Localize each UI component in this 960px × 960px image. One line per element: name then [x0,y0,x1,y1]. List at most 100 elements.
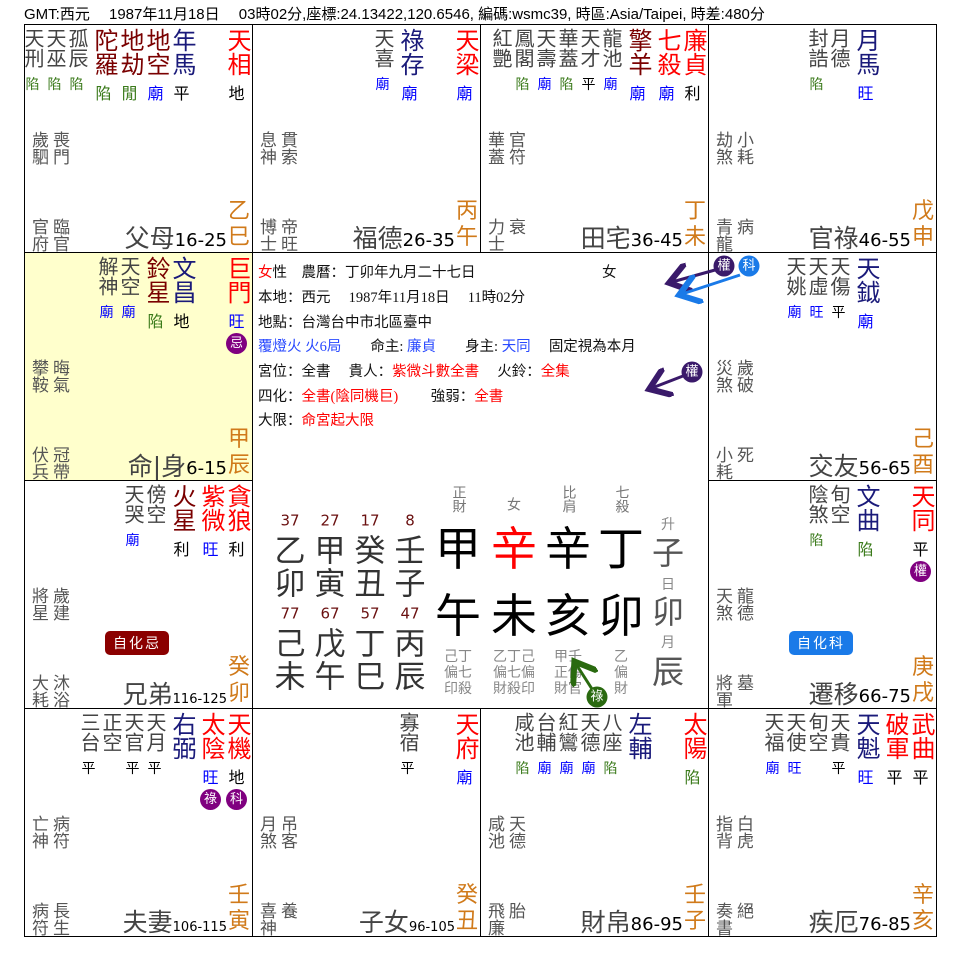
decade-range: 86-95 [630,914,683,935]
star-brightness: 廟 [147,84,164,103]
hua-badge-科: 科 [226,789,247,810]
deity-name: 病符 [49,815,69,849]
deity-group: 飛廉胎 [484,902,525,936]
dayun-stem: 甲 [314,533,346,570]
deity-name: 衰 [505,218,525,235]
star-name: 天姚 [783,256,807,296]
star-name: 華蓋 [555,28,579,68]
star-地劫: 地劫閒 [116,28,144,102]
star-name: 鳳閣 [511,28,535,68]
star-name: 旬空 [827,484,851,524]
star-brightness: 陷 [147,312,164,331]
star-孤辰: 孤辰陷 [65,28,89,92]
star-天使: 天使旺 [783,712,807,776]
dayun-age: 57 [360,604,380,623]
star-name: 天虛 [805,256,829,296]
star-brightness: 廟 [603,77,618,93]
deity-group: 華蓋官符 [484,131,525,165]
star-天同: 天同平權 [907,484,935,582]
star-brightness: 廟 [401,84,418,103]
deity-group: 天煞龍德 [712,587,753,621]
star-brightness: 旺 [857,84,874,103]
deity-name: 龍德 [733,587,753,621]
star-name: 月德 [827,28,851,68]
earthly-branch: 丑 [455,909,478,934]
pillar-branch: 亥 [545,589,591,643]
star-brightness: 平 [831,305,846,321]
decade-range: 26-35 [402,230,455,251]
deity-name: 小耗 [712,446,732,480]
flying-quan-badge: 權 [681,361,703,383]
deity-group: 小耗死 [712,446,753,480]
stem-branch: 壬寅 [228,883,250,935]
deity-group: 攀鞍晦氣 [28,359,69,393]
star-name: 天官 [121,712,145,752]
pillar-label: 正財 [450,485,467,513]
deity-group: 劫煞小耗 [712,131,753,165]
star-name: 解神 [95,256,119,296]
star-月德: 月德 [827,28,851,92]
ming-label: 命主: [370,339,404,355]
pillar-stem: 辛 [491,522,537,576]
star-name: 台輔 [533,712,557,752]
star-正空: 正空 [99,712,123,776]
deity-name: 歲破 [733,359,753,393]
deity-name: 將星 [28,587,48,621]
star-天福: 天福廟 [761,712,785,776]
star-name: 地空 [142,28,170,76]
major-stars: 巨門旺忌 [198,256,251,354]
star-天月: 天月平 [143,712,167,776]
star-鈴星: 鈴星陷 [142,256,170,331]
star-brightness: 陷 [809,533,824,549]
star-brightness: 陷 [809,77,824,93]
deity-name: 喪門 [49,131,69,165]
star-三台: 三台平 [77,712,101,777]
minor-stars: 天貴平旬空 天使旺天福廟 [761,712,851,776]
star-brightness: 平 [81,761,96,777]
huoling: 全集 [540,364,570,380]
star-brightness: 平 [125,761,140,777]
star-天德: 天德廟 [577,712,601,776]
earthly-branch: 子 [683,909,706,934]
star-brightness: 廟 [658,84,675,103]
star-月馬: 月馬旺 [852,28,880,103]
deity-name: 大耗 [28,674,48,708]
pillar-branch: 未 [491,589,537,643]
star-list: 太陽陷左輔 八座陷天德廟紅鸞廟台輔廟咸池陷 [511,712,707,786]
stem-branch: 癸丑 [456,883,478,935]
star-brightness: 陷 [603,761,618,777]
star-list: 天相地年馬平地空廟地劫閒陀羅陷孤辰陷天巫陷天刑陷 [25,28,251,103]
deity-group: 大耗沐浴 [28,674,69,708]
star-brightness: 廟 [537,77,552,93]
star-name: 天使 [783,712,807,752]
deity-name: 攀鞍 [28,359,48,393]
major-stars: 天同平權 [882,484,935,582]
deity-name: 博士 [256,218,276,252]
star-name: 天同 [907,484,935,532]
deity-name: 奏書 [712,902,732,936]
deity-name: 冠帶 [49,446,69,480]
star-紅艷: 紅艷 [489,28,513,92]
star-name: 紅艷 [489,28,513,68]
star-name: 旬空 [805,712,829,752]
star-name: 年馬 [168,28,196,76]
deity-group: 奏書絕 [712,902,753,936]
deity-name: 臨官 [49,218,69,252]
dayun-stem: 丙 [394,626,426,663]
palace-name: 田宅 [580,224,631,253]
